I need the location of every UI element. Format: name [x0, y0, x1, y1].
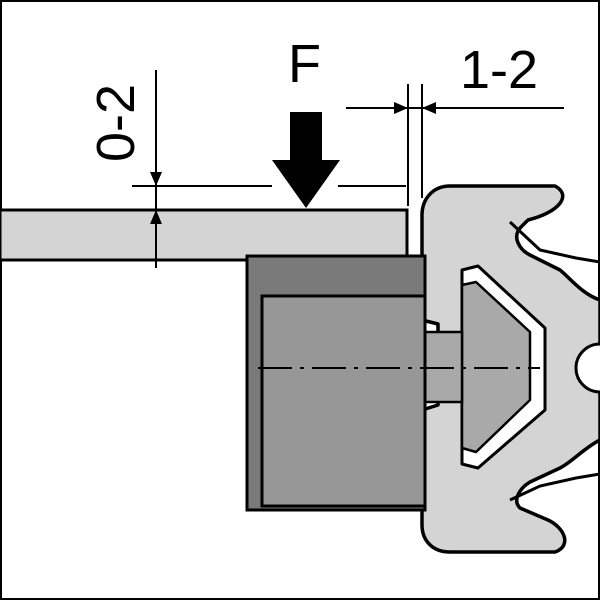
gap-vertical-arrow-down: [150, 172, 162, 186]
gap-horizontal-arrow-right: [394, 102, 408, 114]
profile-groove-top: [508, 220, 600, 264]
gap-vertical-arrow-up: [150, 210, 162, 224]
gap-horizontal-label: 1-2: [460, 40, 538, 100]
gap-horizontal-arrow-left: [422, 102, 436, 114]
profile-bore: [574, 342, 600, 394]
force-arrow: [272, 112, 340, 208]
bracket-inner: [260, 294, 427, 508]
profile-groove-bottom: [509, 472, 600, 502]
gap-vertical-label: 0-2: [86, 84, 146, 162]
force-label: F: [288, 34, 321, 94]
plate: [0, 208, 409, 262]
